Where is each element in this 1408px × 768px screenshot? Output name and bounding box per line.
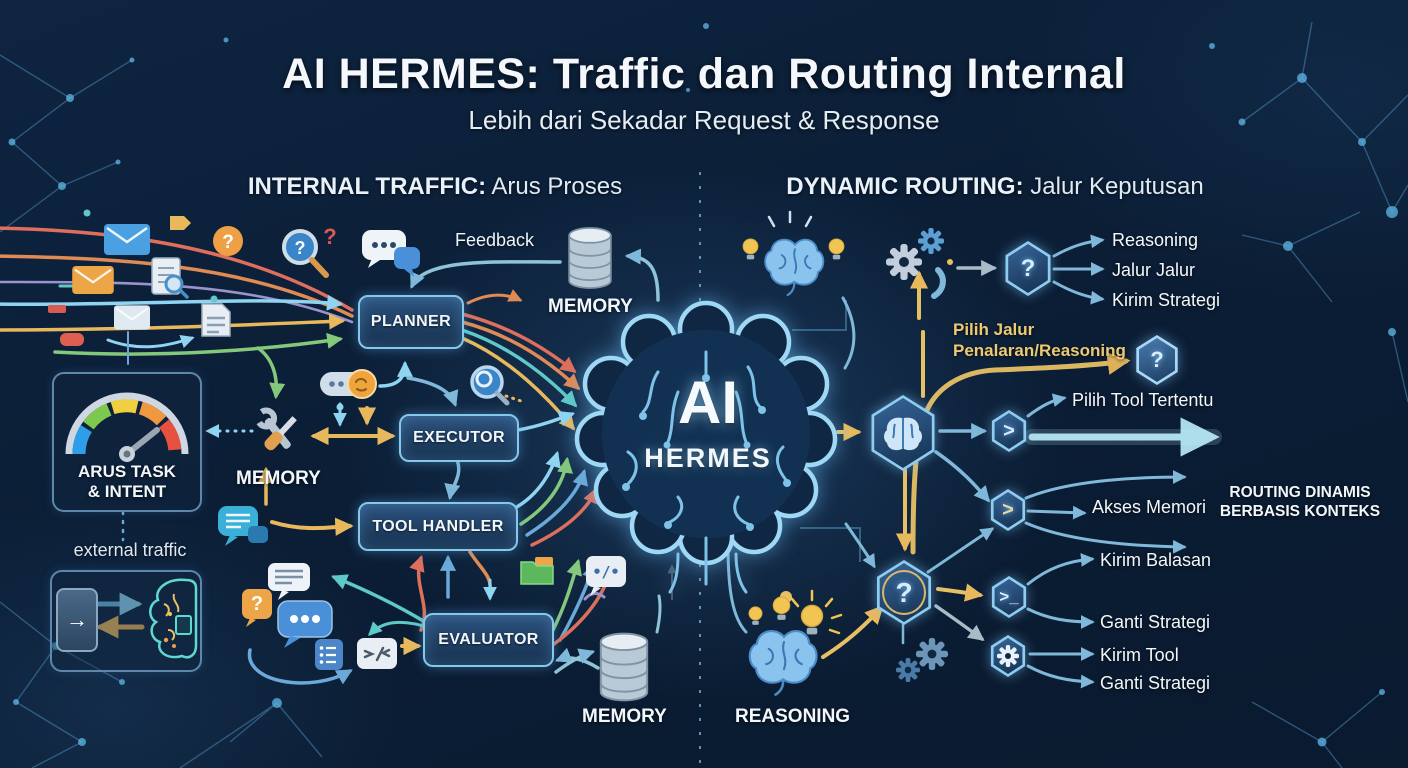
gauge-label-line1: ARUS TASK bbox=[78, 462, 176, 481]
prompt-underscore: _ bbox=[1009, 587, 1019, 607]
gears-small-icon bbox=[896, 638, 948, 682]
question-icon: ? bbox=[895, 576, 913, 608]
router-brain-hex bbox=[868, 395, 938, 471]
question-icon: ? bbox=[1150, 347, 1164, 372]
svg-text:?: ? bbox=[295, 238, 306, 258]
gauge-icon bbox=[65, 392, 189, 462]
question-circle-icon: ? bbox=[213, 226, 243, 256]
ingress-icon: → bbox=[56, 588, 98, 652]
prompt-chevron: > bbox=[999, 587, 1010, 607]
error-face-bubble-icon bbox=[357, 638, 397, 669]
memory-mid-label: MEMORY bbox=[236, 468, 321, 489]
chevron-icon: > bbox=[1003, 419, 1015, 442]
pilih-jalur-caption-line1: Pilih Jalur bbox=[953, 320, 1035, 339]
svg-text:?: ? bbox=[222, 232, 234, 253]
section-header-internal-bold: INTERNAL TRAFFIC: bbox=[247, 173, 487, 200]
branch-label-ganti-strategi-2: Ganti Strategi bbox=[1100, 673, 1211, 693]
branch-label-jalur: Jalur Jalur bbox=[1112, 260, 1196, 280]
branch-label-ganti-strategi-1: Ganti Strategi bbox=[1100, 612, 1211, 632]
reasoning-label: REASONING bbox=[735, 706, 851, 727]
magnifier-question-icon: ? ? bbox=[282, 224, 337, 278]
folder-icon bbox=[520, 557, 554, 585]
routing-caption-line2: BERBASIS KONTEKS bbox=[1219, 503, 1381, 521]
envelope-icon-blue bbox=[104, 224, 150, 255]
circuit-brain-icon bbox=[149, 578, 198, 659]
external-traffic-label: external traffic bbox=[73, 540, 187, 560]
envelope-icon-light bbox=[114, 305, 150, 330]
route-hex-memory: > bbox=[989, 489, 1027, 531]
routing-caption-line1: ROUTING DINAMIS bbox=[1229, 484, 1371, 501]
branch-label-reasoning: Reasoning bbox=[1112, 230, 1199, 250]
checklist-icon bbox=[315, 639, 343, 670]
ingress-arrow-glyph: → bbox=[66, 607, 88, 632]
chat-bubbles-icon bbox=[362, 230, 420, 277]
memory-database-bottom-icon bbox=[599, 632, 649, 702]
idea-brain-icon bbox=[742, 210, 845, 297]
page-title: AI HERMES: Traffic dan Routing Internal bbox=[282, 50, 1126, 98]
brain-icon bbox=[884, 417, 922, 450]
section-header-internal-rest: Arus Proses bbox=[486, 173, 623, 200]
feedback-label: Feedback bbox=[455, 230, 535, 250]
question-icon: ? bbox=[1020, 254, 1036, 282]
pilih-jalur-caption-line2: Penalaran/Reasoning bbox=[953, 341, 1126, 360]
branch-label-kirim-strategi: Kirim Strategi bbox=[1112, 290, 1221, 310]
svg-text:?: ? bbox=[251, 593, 263, 615]
svg-text:?: ? bbox=[323, 224, 336, 249]
tools-icon bbox=[255, 407, 297, 451]
bubble-lines-icon bbox=[268, 563, 310, 600]
routing-caption: ROUTING DINAMIS BERBASIS KONTEKS bbox=[1210, 483, 1390, 522]
section-header-dynamic-rest: Jalur Keputusan bbox=[1023, 173, 1204, 200]
incoming-streams bbox=[0, 226, 354, 400]
route-hex-tool: > bbox=[990, 410, 1028, 452]
magnifier-icon bbox=[470, 365, 510, 406]
chat-lines-icon bbox=[218, 506, 268, 546]
brain-title: AI bbox=[678, 369, 738, 436]
document-search-icon bbox=[151, 257, 189, 299]
external-traffic-panel: → bbox=[50, 570, 202, 672]
route-hex-reply: >_ bbox=[990, 576, 1028, 618]
branch-label-pilih-tool: Pilih Tool Tertentu bbox=[1072, 390, 1214, 410]
decision-hex-big: ? bbox=[874, 560, 934, 625]
executor-node: EXECUTOR bbox=[399, 414, 519, 462]
memory-bottom-label: MEMORY bbox=[582, 706, 667, 727]
tool-handler-node: TOOL HANDLER bbox=[358, 502, 518, 551]
planner-node: PLANNER bbox=[358, 295, 464, 349]
envelope-icon-orange bbox=[72, 266, 114, 294]
evaluator-node: EVALUATOR bbox=[423, 613, 554, 667]
gear-icon bbox=[997, 645, 1019, 667]
arus-task-panel: ARUS TASK & INTENT bbox=[52, 372, 202, 512]
gears-wrench-icon bbox=[886, 228, 953, 299]
memory-database-top-icon bbox=[568, 227, 612, 289]
document-icon bbox=[201, 303, 231, 337]
decision-hex-top: ? bbox=[1003, 241, 1053, 296]
toggle-avatar-icon bbox=[320, 369, 377, 399]
branch-label-akses-memori: Akses Memori bbox=[1092, 497, 1207, 517]
branch-label-kirim-tool: Kirim Tool bbox=[1100, 645, 1179, 665]
brain-subtitle: HERMES bbox=[644, 443, 772, 473]
chevron-icon: > bbox=[1002, 498, 1014, 521]
decision-hex-reasoning: ? bbox=[1134, 335, 1180, 385]
prompt-icon: >_ bbox=[999, 588, 1018, 605]
memory-top-label: MEMORY bbox=[548, 296, 633, 317]
branch-label-kirim-balasan: Kirim Balasan bbox=[1100, 550, 1212, 570]
route-hex-gear bbox=[989, 635, 1027, 677]
chat-dots-icon bbox=[277, 600, 333, 648]
section-header-dynamic-routing: DYNAMIC ROUTING: Jalur Keputusan bbox=[770, 173, 1220, 201]
gauge-label-line2: & INTENT bbox=[87, 482, 167, 501]
section-header-internal-traffic: INTERNAL TRAFFIC: Arus Proses bbox=[200, 173, 670, 201]
page-subtitle: Lebih dari Sekadar Request & Response bbox=[468, 105, 940, 135]
question-bubble-icon: ? bbox=[242, 589, 272, 627]
section-header-dynamic-bold: DYNAMIC ROUTING: bbox=[786, 173, 1024, 200]
